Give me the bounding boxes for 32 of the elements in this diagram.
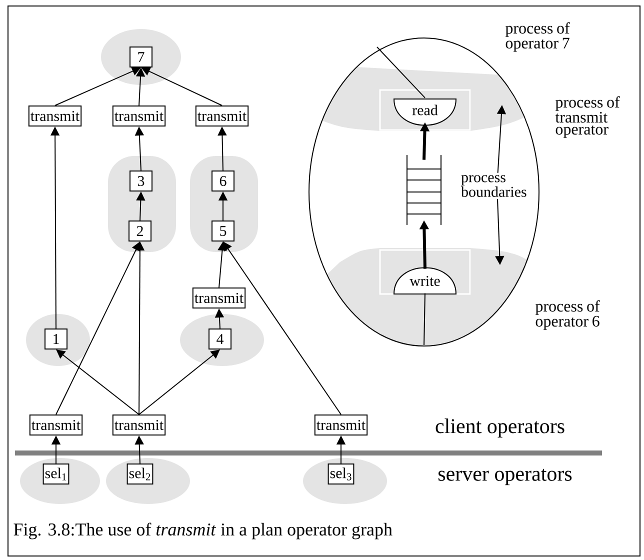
arrow [138,350,220,415]
operator-box: transmit [29,414,83,436]
operator-box: 7 [130,46,152,68]
operator-box: 2 [128,220,152,242]
layer-label: server operators [438,468,572,486]
operator-box: sel$_{3}$ [328,464,354,484]
operator-box: transmit [195,106,249,126]
operator-box: transmit [112,106,166,126]
write-operator: write [394,267,456,294]
caption: Fig. 3.8:The use of transmit in a plan operator graph [14,522,392,540]
annotation-text: process boundaries [461,175,526,197]
arrow [223,242,342,415]
operator-box: transmit [28,106,82,126]
read-operator: read [394,98,456,126]
operator-box: 6 [212,170,234,192]
connector-line [424,292,426,346]
arrow [56,350,140,415]
operator-box: transmit [314,414,368,436]
region-label: process of operator 6 [535,300,600,330]
region-label: process of operator 7 [505,22,570,52]
connector-line [376,46,426,98]
operator-box: 5 [212,220,234,242]
operator-box: 4 [208,328,232,350]
operator-box: transmit [192,288,246,308]
operator-box: sel$_{2}$ [126,464,154,484]
operator-box: 3 [130,170,152,192]
layer-label: client operators [436,418,564,438]
operator-box: transmit [112,414,166,436]
operator-box: sel$_{1}$ [42,464,70,484]
queue-drawing [406,154,442,226]
region-label: process of transmit operator [555,96,620,138]
operator-box: 1 [44,328,68,350]
